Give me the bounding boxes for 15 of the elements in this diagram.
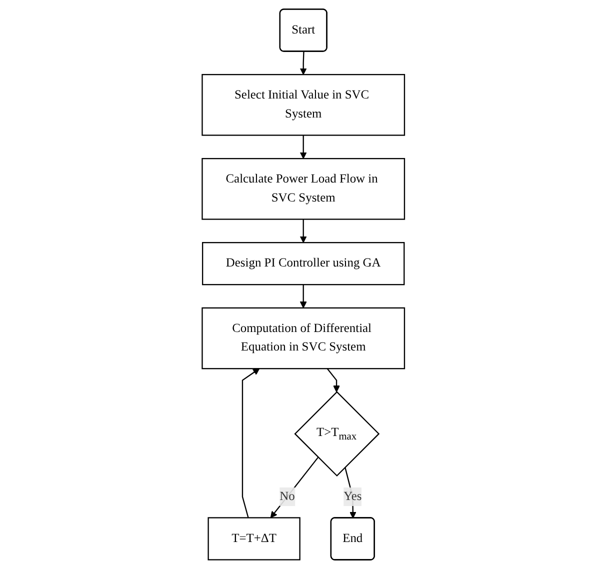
arrow [300, 135, 306, 159]
arrow [270, 456, 318, 518]
arrow [300, 219, 306, 243]
node-diamond: T>T$_{max}$ [294, 391, 380, 477]
node-box: Calculate Power Load Flow in SVC System [201, 158, 405, 220]
arrow [300, 284, 306, 308]
node-box: Computation of Differential Equation in SVC System [201, 307, 405, 370]
arrow [300, 52, 306, 75]
node-box: T=T+ΔT [207, 517, 300, 560]
node-box: Select Initial Value in SVC System [201, 74, 405, 136]
arrow [242, 368, 260, 518]
edge-label: No [279, 490, 294, 503]
arrow [326, 368, 340, 392]
edge-label: Yes [343, 490, 362, 503]
node-box: Design PI Controller using GA [202, 242, 404, 286]
